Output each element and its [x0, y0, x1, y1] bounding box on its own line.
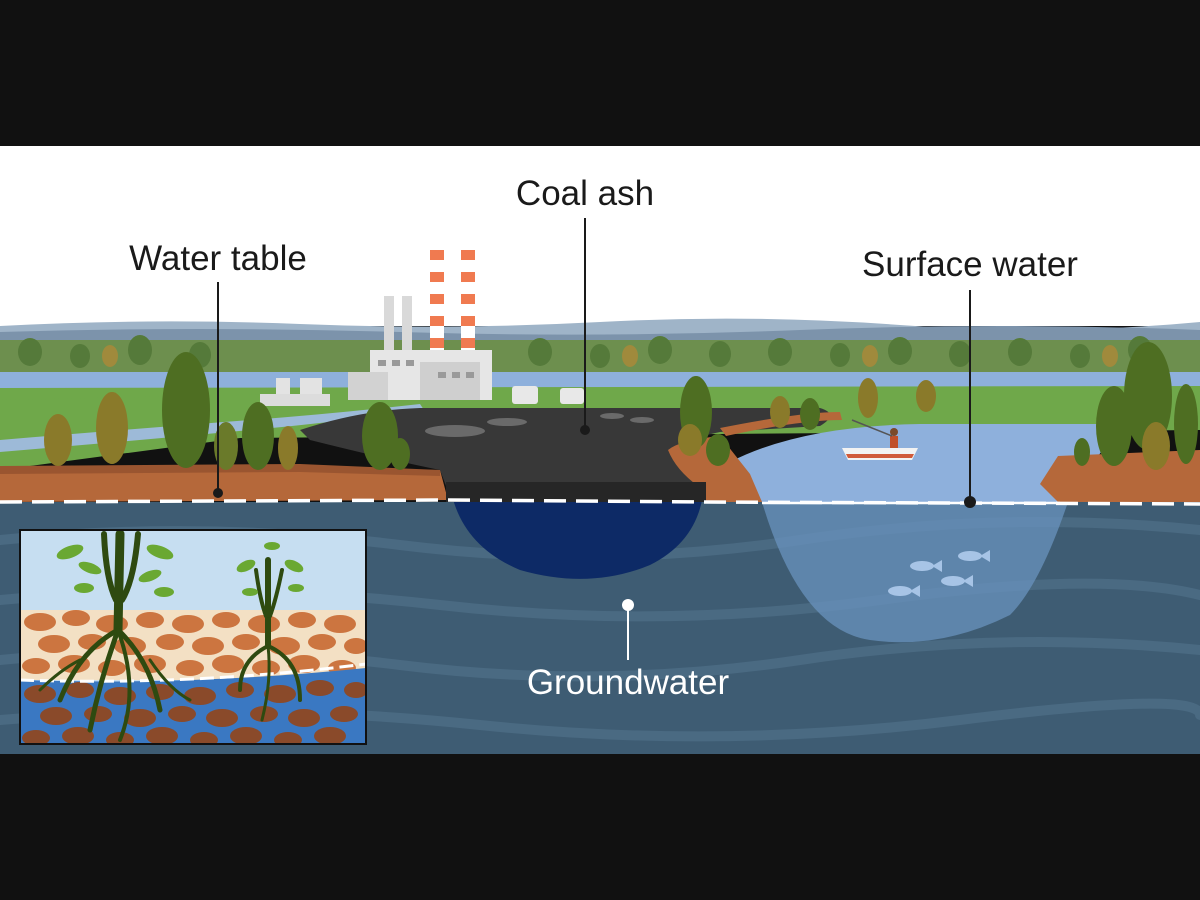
ash-puddle-2: [487, 418, 527, 426]
plant-icon: [38, 530, 192, 742]
smokestack-left-2: [402, 296, 412, 356]
top-letterbox: [0, 0, 1200, 146]
coal-ash-plume: [450, 486, 704, 579]
ash-puddle-4: [630, 417, 654, 423]
ash-puddle-3: [600, 413, 624, 419]
striped-stack-2: [461, 246, 475, 356]
power-plant: [260, 246, 584, 406]
fishing-boat-icon: [842, 419, 918, 460]
sky: [0, 146, 1200, 326]
callout-water-table: [213, 282, 223, 498]
left-soil-bank: [0, 468, 448, 502]
smokestack-left-1: [384, 296, 394, 356]
plant-icon: [238, 557, 302, 722]
surface-water-basin: [762, 502, 1068, 643]
surface-water-label: Surface water: [862, 245, 1078, 284]
callout-coal-ash: [580, 218, 590, 435]
fish-icon: [888, 550, 990, 597]
striped-stack-1: [430, 246, 444, 356]
callout-surface-water: [964, 290, 976, 508]
ash-puddle-1: [425, 425, 485, 437]
groundwater-label: Groundwater: [527, 663, 730, 702]
root-inset: [19, 529, 367, 745]
storage-tank-1: [512, 386, 538, 404]
water-table-line: [0, 498, 1200, 506]
trees: [44, 342, 1198, 470]
bottom-letterbox: [0, 754, 1200, 900]
surface-water-lake: [730, 424, 1106, 502]
storage-tank-2: [560, 388, 584, 404]
water-table-label: Water table: [129, 239, 307, 278]
callout-groundwater: [622, 599, 634, 660]
coal-ash-label: Coal ash: [516, 174, 654, 213]
